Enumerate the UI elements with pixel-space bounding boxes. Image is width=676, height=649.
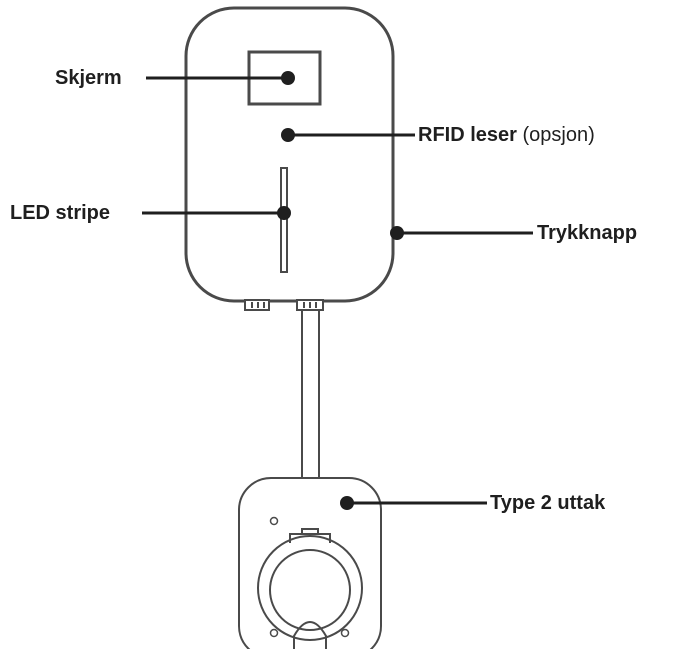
socket-housing	[238, 477, 382, 649]
type2-socket	[257, 528, 363, 649]
bottom-connector-left	[244, 299, 270, 311]
rfid-marker-dot	[281, 128, 295, 142]
label-rfid: RFID leser (opsjon)	[418, 123, 595, 147]
label-led: LED stripe	[10, 202, 111, 224]
socket-marker-dot	[340, 496, 354, 510]
screw-hole	[269, 628, 279, 638]
label-socket: Type 2 uttak	[490, 492, 606, 514]
led-marker-dot	[277, 206, 291, 220]
bottom-connector-right	[296, 299, 324, 311]
led-stripe	[280, 167, 288, 273]
button-marker-dot	[390, 226, 404, 240]
label-screen: Skjerm	[55, 67, 122, 89]
label-rfid-main: RFID leser	[418, 124, 517, 146]
label-button: Trykknapp	[537, 222, 638, 244]
screen-marker-dot	[281, 71, 295, 85]
label-rfid-note: (opsjon)	[522, 124, 595, 146]
charger-body	[184, 6, 395, 303]
charging-cable	[301, 309, 320, 479]
screw-hole	[340, 628, 350, 638]
screw-hole	[269, 516, 279, 526]
